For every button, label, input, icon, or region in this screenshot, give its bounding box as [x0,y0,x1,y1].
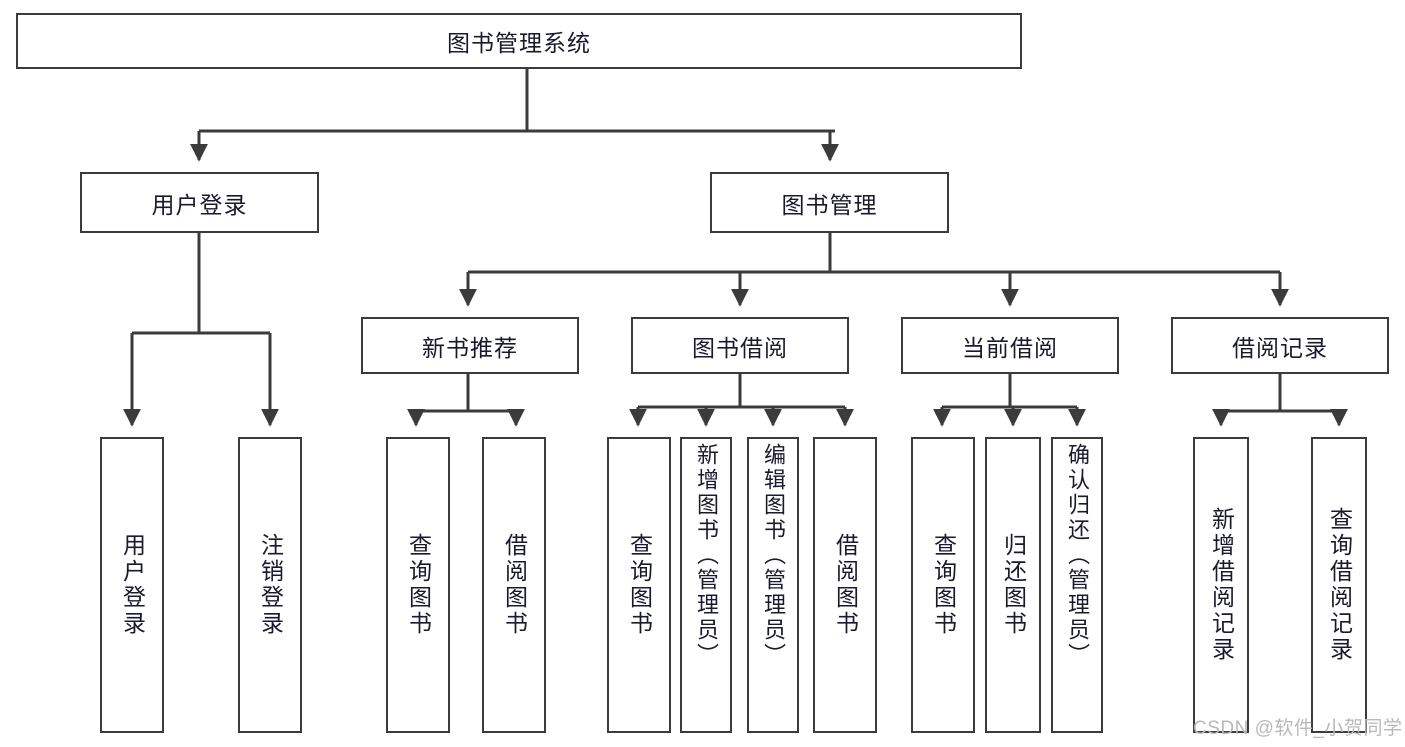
node-user-login[interactable]: 用户登录 [80,172,319,233]
node-borrow-record[interactable]: 借阅记录 [1171,317,1389,374]
leaf-edit-book-admin[interactable]: 编辑图书（管理员） [747,437,799,733]
node-book-management[interactable]: 图书管理 [710,172,949,233]
leaf-query-book-recommend-label: 查询图书 [405,533,432,637]
leaf-query-book-current-label: 查询图书 [930,533,957,637]
node-borrow-record-label: 借阅记录 [1232,334,1328,361]
csdn-watermark: CSDN @软件_小贺同学 [1193,718,1403,739]
leaf-logout-label: 注销登录 [257,533,284,637]
node-book-management-label: 图书管理 [781,191,878,218]
leaf-query-book-recommend[interactable]: 查询图书 [386,437,450,733]
leaf-query-book-borrow[interactable]: 查询图书 [607,437,671,733]
leaf-borrow-book-recommend[interactable]: 借阅图书 [482,437,546,733]
node-current-borrow-label: 当前借阅 [962,334,1058,361]
leaf-user-login-label: 用户登录 [119,533,146,637]
leaf-add-book-admin[interactable]: 新增图书（管理员） [680,437,732,733]
leaf-query-book-current[interactable]: 查询图书 [911,437,975,733]
leaf-add-book-admin-label: 新增图书（管理员） [694,443,719,668]
leaf-logout[interactable]: 注销登录 [238,437,302,733]
leaf-borrow-book[interactable]: 借阅图书 [813,437,877,733]
leaf-query-borrow-record[interactable]: 查询借阅记录 [1311,437,1367,733]
node-book-borrow[interactable]: 图书借阅 [631,317,849,374]
leaf-user-login[interactable]: 用户登录 [100,437,164,733]
node-root-label: 图书管理系统 [447,30,591,56]
node-new-book-recommend[interactable]: 新书推荐 [361,317,579,374]
leaf-return-book-label: 归还图书 [1000,533,1027,637]
leaf-add-borrow-record[interactable]: 新增借阅记录 [1193,437,1249,733]
node-user-login-label: 用户登录 [151,191,248,218]
node-new-book-recommend-label: 新书推荐 [422,334,518,361]
leaf-edit-book-admin-label: 编辑图书（管理员） [761,443,786,668]
node-root[interactable]: 图书管理系统 [16,13,1022,69]
leaf-borrow-book-label: 借阅图书 [832,533,859,637]
node-book-borrow-label: 图书借阅 [692,334,788,361]
leaf-borrow-book-recommend-label: 借阅图书 [501,533,528,637]
leaf-confirm-return-admin[interactable]: 确认归还（管理员） [1051,437,1103,733]
leaf-confirm-return-admin-label: 确认归还（管理员） [1065,443,1090,668]
leaf-add-borrow-record-label: 新增借阅记录 [1208,507,1235,663]
leaf-return-book[interactable]: 归还图书 [985,437,1041,733]
leaf-query-borrow-record-label: 查询借阅记录 [1326,507,1353,663]
leaf-query-book-borrow-label: 查询图书 [626,533,653,637]
node-current-borrow[interactable]: 当前借阅 [901,317,1119,374]
